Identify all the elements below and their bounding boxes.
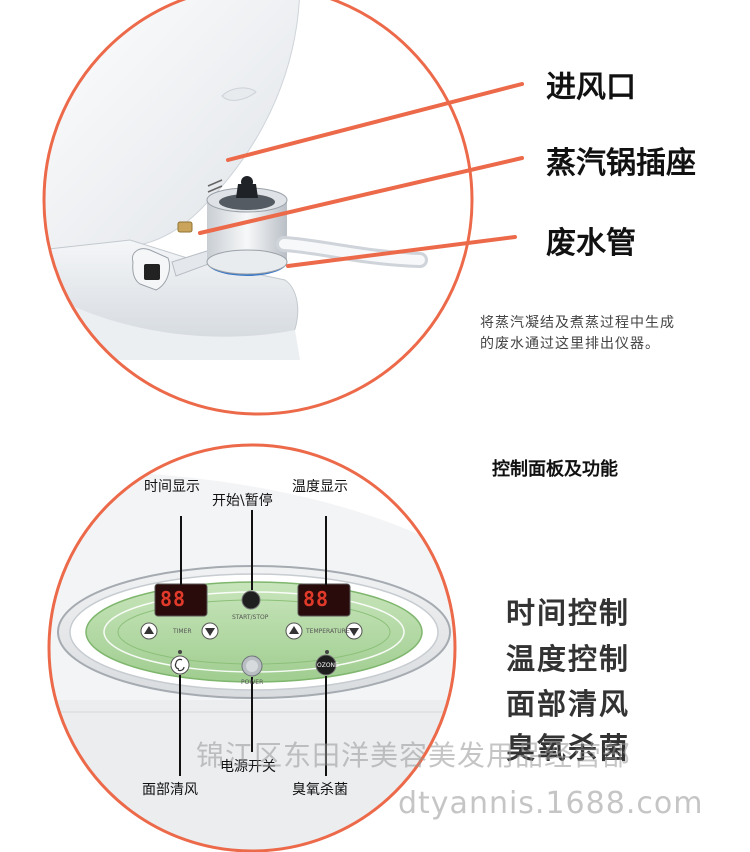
callout-power-switch: 电源开关: [220, 759, 276, 775]
panel-label-temperature: TEMPERATURE: [306, 628, 350, 635]
callout-face-fan: 面部清风: [142, 782, 198, 798]
label-air-inlet: 进风口: [546, 70, 636, 105]
panel-section-title: 控制面板及功能: [492, 459, 618, 480]
temp-display-screen: [297, 583, 351, 617]
panel-label-power: POWER: [241, 679, 264, 686]
panel-pointer-lines: [179, 510, 327, 776]
callout-start-pause: 开始\暂停: [212, 493, 273, 509]
panel-label-ozone: OZONE: [317, 662, 339, 669]
watermark-shop-name: 锦江区东田洋美容美发用品经营部: [196, 739, 632, 772]
label-waste-pipe: 废水管: [546, 226, 636, 261]
time-display-digits: 88: [160, 587, 187, 611]
callout-time-display: 时间显示: [144, 479, 200, 495]
callout-ozone: 臭氧杀菌: [292, 782, 348, 798]
function-time-control: 时间控制: [506, 596, 631, 630]
top-circle-border: [42, 0, 474, 416]
top-pointer-lines: [198, 82, 524, 268]
panel-photo: [49, 445, 455, 851]
top-photo: [44, 0, 472, 414]
panel-label-start-stop: START/STOP: [232, 614, 269, 621]
function-face-fan: 面部清风: [506, 687, 631, 721]
function-ozone: 臭氧杀菌: [506, 731, 631, 765]
label-steamer-socket: 蒸汽锅插座: [546, 146, 696, 181]
panel-circle-border: [47, 443, 457, 852]
temp-display-digits: 88: [303, 587, 330, 611]
description-line-2: 的废水通过这里排出仪器。: [480, 336, 660, 352]
watermark-url: dtyannis.1688.com: [398, 786, 704, 821]
callout-temp-display: 温度显示: [292, 479, 348, 495]
description-line-1: 将蒸汽凝结及煮蒸过程中生成: [480, 315, 675, 331]
function-temp-control: 温度控制: [506, 642, 631, 676]
panel-label-timer: TIMER: [173, 628, 192, 635]
